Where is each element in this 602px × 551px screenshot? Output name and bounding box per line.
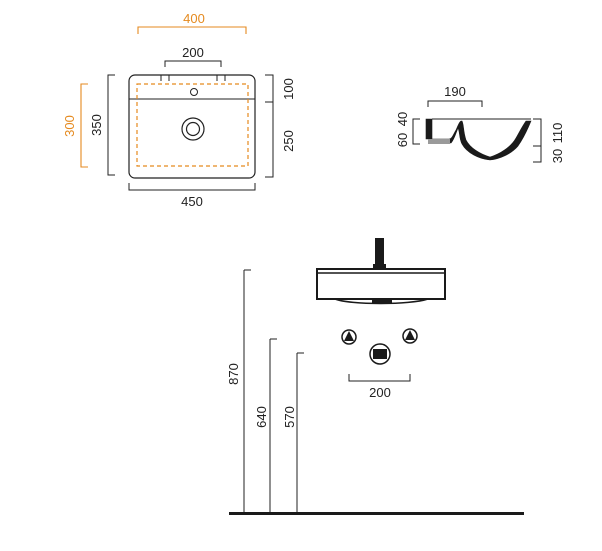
side-backplate-grey [428, 139, 450, 144]
dim-300-line [80, 83, 88, 168]
floor-line [229, 512, 524, 515]
drain-outer [181, 117, 205, 141]
dim-250-label: 250 [281, 130, 296, 152]
valve-right-icon [402, 328, 418, 344]
valve-left-icon [341, 329, 357, 345]
drain-inner [185, 121, 201, 137]
basin-drain-stub [372, 299, 392, 304]
dim-30-label: 30 [550, 149, 565, 163]
dim-870-label: 870 [226, 363, 241, 385]
tap-spout [375, 238, 384, 268]
dim-right-line [533, 118, 542, 163]
dim-200-front-label: 200 [369, 385, 391, 400]
dim-300-label: 300 [62, 115, 77, 137]
side-view: 190 40 60 110 30 [395, 84, 565, 163]
dim-190-label: 190 [444, 84, 466, 99]
overflow-hole [190, 88, 198, 96]
basin-outline [128, 74, 256, 179]
dim-250-line [265, 102, 274, 178]
dim-450-label: 450 [181, 194, 203, 209]
dim-640-label: 640 [254, 406, 269, 428]
dim-450-line [128, 183, 256, 191]
waste-outlet-icon [369, 343, 391, 365]
dim-100-line [265, 74, 274, 102]
dim-60-label: 60 [395, 133, 410, 147]
inner-bowl-dashed [136, 83, 249, 167]
dim-200-front-line [348, 374, 411, 382]
dim-570-label: 570 [282, 406, 297, 428]
dim-100-label: 100 [281, 78, 296, 100]
dim-200-top-line [164, 60, 222, 67]
dim-350-line [107, 74, 115, 176]
dim-left-line [412, 118, 420, 145]
front-view: 200 870 640 570 [226, 238, 524, 515]
dim-400-line [137, 26, 247, 34]
top-view: 400 200 450 350 300 100 250 [62, 11, 296, 209]
tap-base [373, 264, 386, 269]
dim-350-label: 350 [89, 114, 104, 136]
dim-110-label: 110 [550, 123, 565, 144]
dim-190-line [427, 100, 483, 107]
dim-40-label: 40 [395, 112, 410, 126]
dim-200-top-label: 200 [182, 45, 204, 60]
dim-400-label: 400 [183, 11, 205, 26]
